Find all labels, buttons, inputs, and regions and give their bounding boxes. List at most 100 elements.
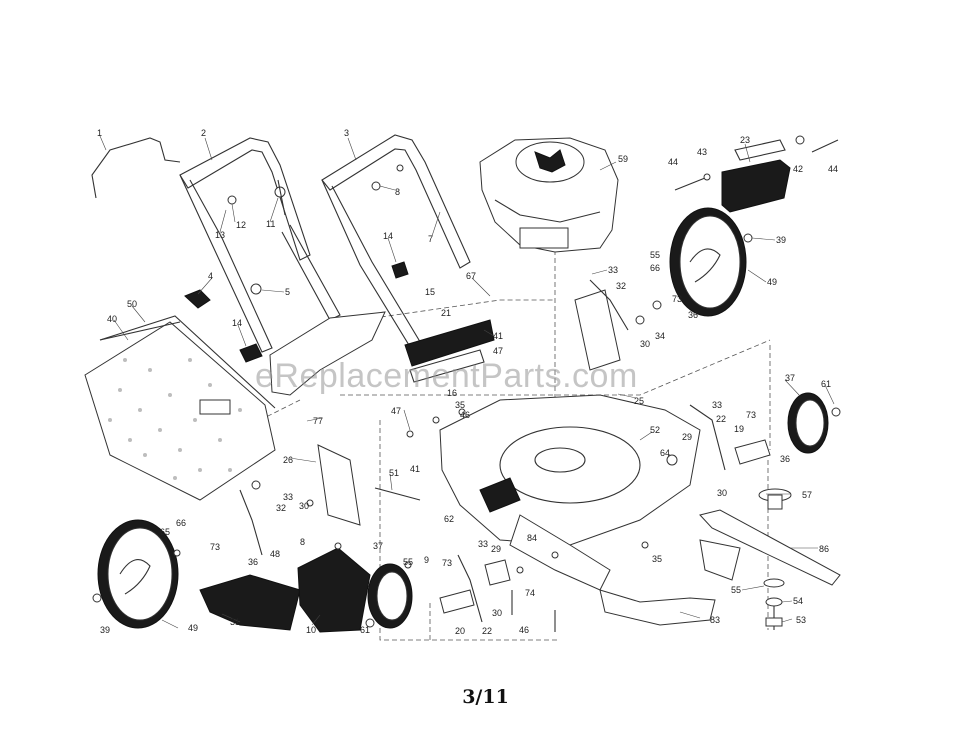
callout: 83 bbox=[710, 615, 720, 625]
height-adjuster-front-left bbox=[439, 554, 511, 623]
callout: 2 bbox=[201, 128, 206, 138]
rear-wheel-left bbox=[92, 519, 179, 629]
page-number: 3/11 bbox=[462, 686, 509, 708]
callout: 22 bbox=[716, 414, 726, 424]
grass-bag-texture bbox=[108, 358, 242, 480]
callout: 33 bbox=[283, 492, 293, 502]
callout: 41 bbox=[493, 331, 503, 341]
callout: 15 bbox=[425, 287, 435, 297]
callout: 67 bbox=[466, 271, 476, 281]
callout: 52 bbox=[650, 425, 660, 435]
callout: 48 bbox=[270, 549, 280, 559]
height-adjuster-front-right bbox=[666, 404, 771, 471]
callout: 30 bbox=[717, 488, 727, 498]
height-adjuster-rear-left bbox=[239, 444, 361, 556]
callout: 33 bbox=[712, 400, 722, 410]
callout: 16 bbox=[447, 388, 457, 398]
callout: 36 bbox=[248, 557, 258, 567]
rear-wheel-right bbox=[669, 207, 753, 317]
callout: 30 bbox=[299, 501, 309, 511]
front-wheel-right bbox=[787, 392, 841, 454]
callout: 61 bbox=[821, 379, 831, 389]
callout: 84 bbox=[527, 533, 537, 543]
callout: 66 bbox=[650, 263, 660, 273]
callout: 73 bbox=[210, 542, 220, 552]
callout: 64 bbox=[660, 448, 670, 458]
callout: 11 bbox=[266, 219, 275, 229]
callout: 10 bbox=[306, 625, 316, 635]
callout: 32 bbox=[616, 281, 626, 291]
callout: 9 bbox=[424, 555, 429, 565]
callout: 47 bbox=[493, 346, 503, 356]
callout: 30 bbox=[640, 339, 650, 349]
callout: 29 bbox=[491, 544, 501, 554]
callout: 26 bbox=[283, 455, 293, 465]
leader-lines bbox=[99, 135, 835, 629]
callout: 35 bbox=[652, 554, 662, 564]
blade-adapter bbox=[758, 488, 792, 510]
callout: 33 bbox=[478, 539, 488, 549]
watermark-text: eReplacementParts.com bbox=[255, 357, 638, 395]
callout: 54 bbox=[793, 596, 803, 606]
callout: 44 bbox=[828, 164, 838, 174]
upper-handle bbox=[179, 137, 341, 353]
callout: 20 bbox=[455, 626, 465, 636]
callout: 66 bbox=[176, 518, 186, 528]
callout: 46 bbox=[519, 625, 529, 635]
callout-numbers: 1 2 3 23 44 43 42 44 59 8 12 13 11 7 14 … bbox=[97, 128, 838, 636]
callout: 22 bbox=[482, 626, 492, 636]
control-bail-rod bbox=[91, 137, 181, 199]
callout: 37 bbox=[785, 373, 795, 383]
callout: 39 bbox=[776, 235, 786, 245]
callout: 62 bbox=[444, 514, 454, 524]
callout: 35 bbox=[455, 400, 465, 410]
height-adjuster-rear-right bbox=[574, 279, 662, 371]
callout: 55 bbox=[403, 557, 413, 567]
callout: 55 bbox=[731, 585, 741, 595]
blade bbox=[699, 509, 841, 586]
callout: 42 bbox=[793, 164, 803, 174]
callout: 39 bbox=[100, 625, 110, 635]
callout: 49 bbox=[188, 623, 198, 633]
callout: 73 bbox=[746, 410, 756, 420]
callout: 12 bbox=[236, 220, 246, 230]
engine bbox=[479, 137, 619, 253]
callout: 65 bbox=[160, 527, 170, 537]
front-wheel-left bbox=[365, 563, 413, 629]
callout: 34 bbox=[655, 331, 665, 341]
discharge-chute bbox=[269, 311, 386, 396]
callout: 5 bbox=[285, 287, 290, 297]
callout: 29 bbox=[682, 432, 692, 442]
callout: 31 bbox=[230, 617, 240, 627]
callout: 36 bbox=[688, 310, 698, 320]
callout: 77 bbox=[313, 416, 323, 426]
rear-skirt bbox=[404, 319, 495, 383]
mulch-plug bbox=[199, 574, 301, 631]
callout: 41 bbox=[410, 464, 420, 474]
callout: 44 bbox=[668, 157, 678, 167]
callout: 40 bbox=[107, 314, 117, 324]
callout: 73 bbox=[442, 558, 452, 568]
blade-bolt-stack bbox=[763, 578, 785, 630]
callout: 37 bbox=[373, 541, 383, 551]
callout: 14 bbox=[232, 318, 242, 328]
callout: 59 bbox=[618, 154, 628, 164]
callout: 46 bbox=[460, 410, 470, 420]
callout: 86 bbox=[819, 544, 829, 554]
callout: 1 bbox=[97, 128, 102, 138]
callout: 74 bbox=[525, 588, 535, 598]
callout: 4 bbox=[208, 271, 213, 281]
side-discharge-door bbox=[297, 547, 371, 633]
callout: 7 bbox=[428, 234, 433, 244]
mower-deck bbox=[439, 394, 701, 591]
callout: 55 bbox=[650, 250, 660, 260]
callout: 47 bbox=[391, 406, 401, 416]
callout: 49 bbox=[767, 277, 777, 287]
callout: 32 bbox=[276, 503, 286, 513]
callout: 23 bbox=[740, 135, 750, 145]
callout: 73 bbox=[672, 294, 682, 304]
callout: 50 bbox=[127, 299, 137, 309]
callout: 36 bbox=[780, 454, 790, 464]
